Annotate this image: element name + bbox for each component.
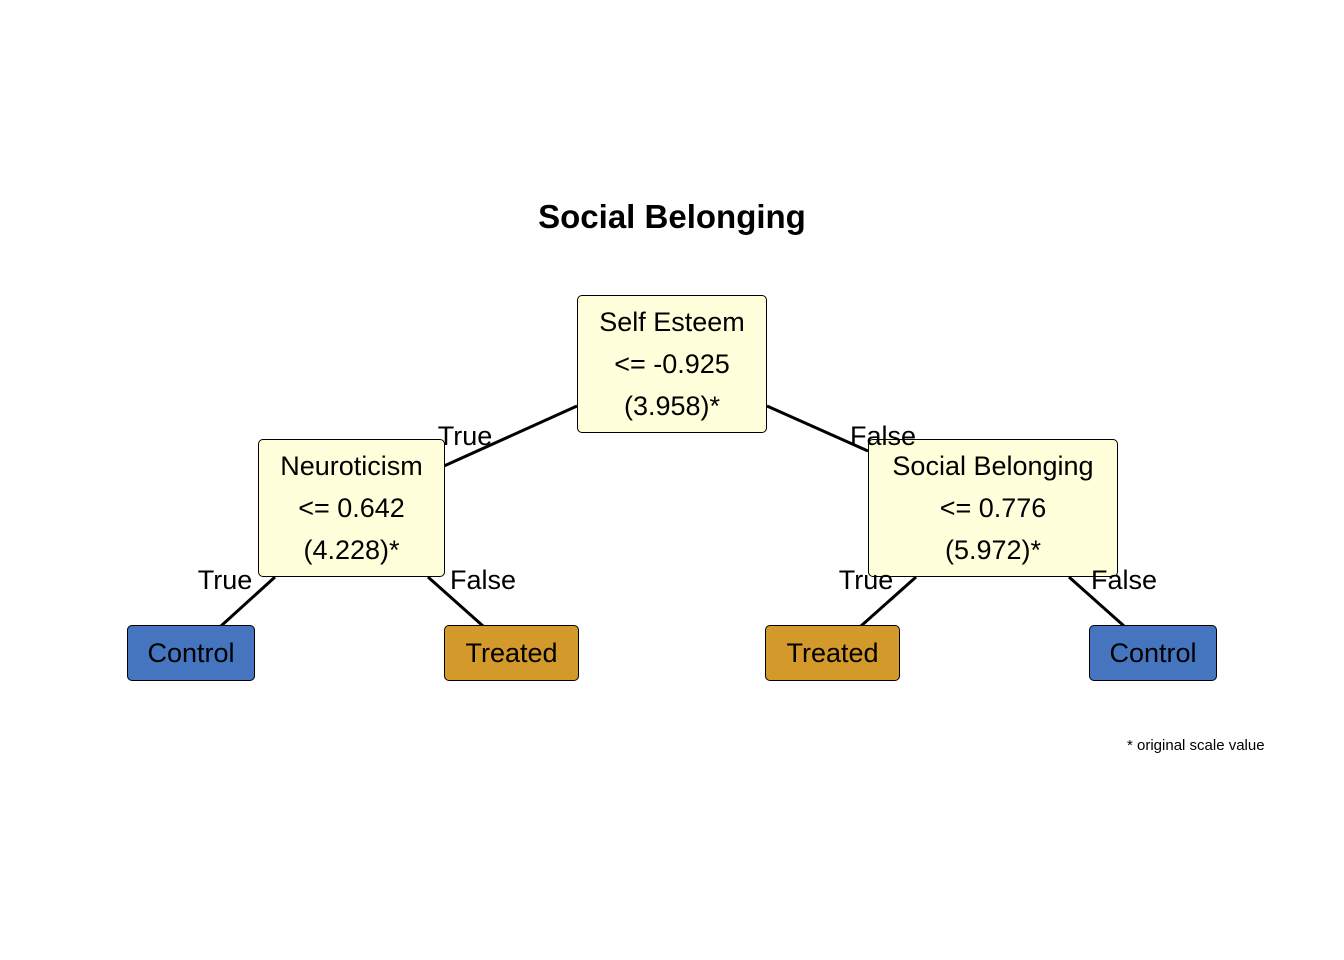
leaf-rl-label: Treated [786, 638, 879, 668]
leaf-ll-label: Control [147, 638, 235, 668]
leaf-rl: Treated [765, 625, 900, 681]
edge-left-lr [427, 575, 484, 628]
edge-label-root-true: True [437, 421, 493, 451]
edge-left-ll [219, 575, 277, 628]
edge-label-root-false: False [849, 421, 917, 451]
root-split-node: Self Esteem <= -0.925 (3.958)* [577, 295, 767, 433]
edge-label-left-false: False [449, 565, 517, 595]
leaf-rr: Control [1089, 625, 1217, 681]
right-original-value: (5.972)* [944, 535, 1042, 565]
root-rule: <= -0.925 [614, 349, 730, 379]
root-variable: Self Esteem [599, 307, 745, 337]
edge-label-right-true: True [838, 565, 894, 595]
root-original-value: (3.958)* [623, 391, 721, 421]
left-rule: <= 0.642 [298, 493, 405, 523]
edge-root-right [766, 404, 869, 453]
footnote: * original scale value [1127, 737, 1265, 754]
right-variable: Social Belonging [892, 451, 1094, 481]
left-original-value: (4.228)* [303, 535, 400, 565]
edge-root-left [443, 404, 578, 468]
left-variable: Neuroticism [280, 451, 423, 481]
edge-right-rr [1068, 575, 1125, 628]
edge-right-rl [860, 575, 917, 628]
edge-label-right-false: False [1090, 565, 1158, 595]
chart-title: Social Belonging [538, 198, 806, 235]
leaf-lr-label: Treated [465, 638, 558, 668]
leaf-ll: Control [127, 625, 255, 681]
edge-label-left-true: True [197, 565, 253, 595]
right-split-node: Social Belonging <= 0.776 (5.972)* [868, 439, 1118, 577]
left-split-node: Neuroticism <= 0.642 (4.228)* [258, 439, 445, 577]
leaf-lr: Treated [444, 625, 579, 681]
leaf-rr-label: Control [1109, 638, 1197, 668]
right-rule: <= 0.776 [939, 493, 1047, 523]
